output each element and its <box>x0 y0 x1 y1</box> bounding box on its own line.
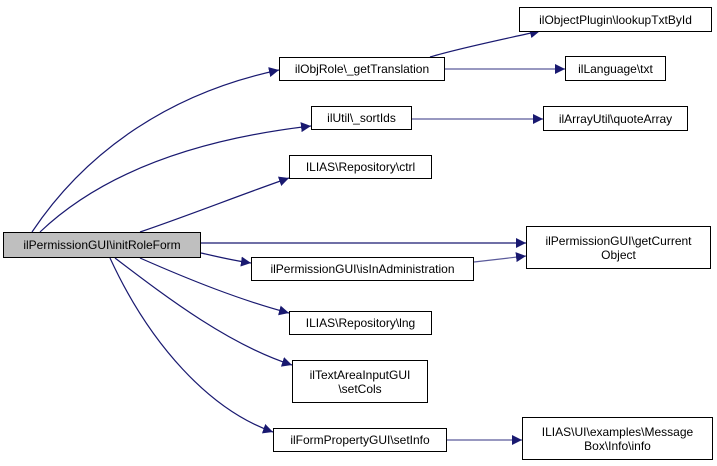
edge-root-to-isInAdministration <box>200 252 252 267</box>
node-util-sortids[interactable]: ilUtil\_sortIds <box>311 106 412 130</box>
node-objectplugin-lookuptxtbyid[interactable]: ilObjectPlugin\lookupTxtById <box>519 7 712 32</box>
node-messagebox-info[interactable]: ILIAS\UI\examples\Message Box\Info\info <box>522 417 713 460</box>
edge-root-to-setInfo <box>109 257 274 434</box>
node-root-initroleform: ilPermissionGUI\initRoleForm <box>3 232 201 258</box>
edge-root-to-sortIds <box>39 122 312 233</box>
edge-root-to-lng <box>139 257 290 316</box>
edge-root-to-ctrl <box>139 176 290 233</box>
node-textareainputgui-setcols[interactable]: ilTextAreaInputGUI \setCols <box>292 360 428 403</box>
edge-getTranslation-to-lookupTxtById <box>429 28 541 58</box>
edge-isInAdministration-to-getCurrentObject <box>473 252 527 263</box>
edge-root-to-setCols <box>114 257 293 367</box>
node-objrole-gettranslation[interactable]: ilObjRole\_getTranslation <box>279 57 445 81</box>
node-repository-lng[interactable]: ILIAS\Repository\lng <box>289 311 432 335</box>
node-language-txt[interactable]: ilLanguage\txt <box>565 56 666 81</box>
node-formpropertygui-setinfo[interactable]: ilFormPropertyGUI\setInfo <box>273 428 447 452</box>
node-arrayutil-quotearray[interactable]: ilArrayUtil\quoteArray <box>543 106 688 131</box>
node-permissiongui-getcurrentobject[interactable]: ilPermissionGUI\getCurrent Object <box>526 226 711 269</box>
node-repository-ctrl[interactable]: ILIAS\Repository\ctrl <box>289 155 432 179</box>
edge-root-to-getTranslation <box>31 67 280 233</box>
node-permissiongui-isinadministration[interactable]: ilPermissionGUI\isInAdministration <box>251 257 474 281</box>
